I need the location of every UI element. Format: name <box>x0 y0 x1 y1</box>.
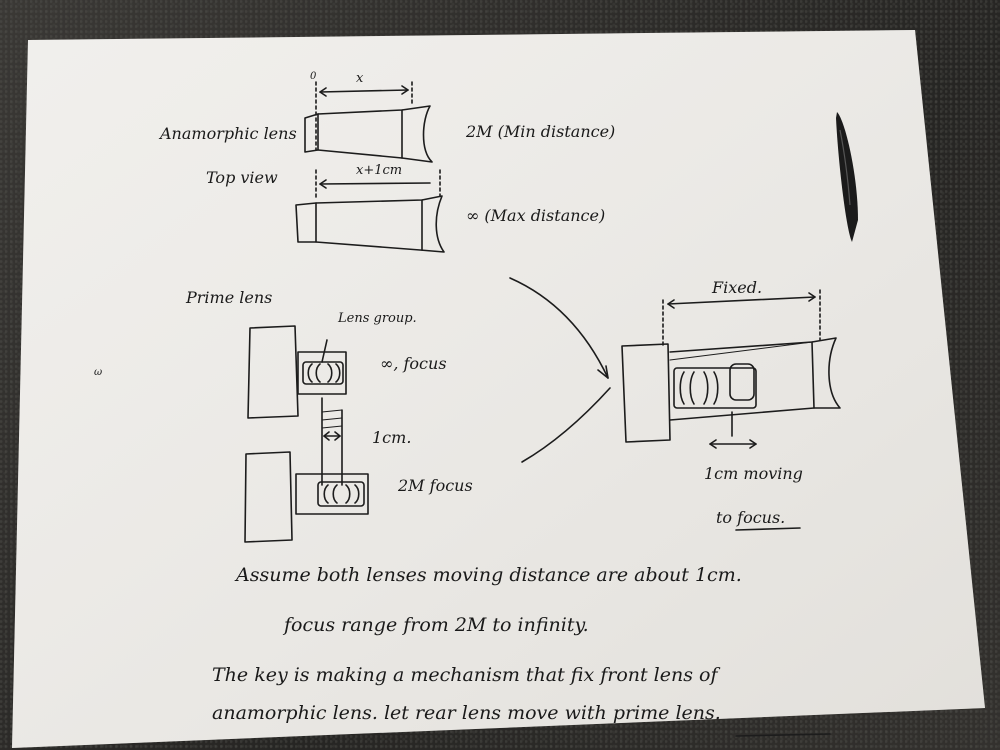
x-plus-1cm-label: x+1cm <box>356 164 402 177</box>
stray-mark: ω <box>94 368 102 378</box>
min-distance-label: 2M (Min distance) <box>466 124 615 140</box>
top-view-label: Top view <box>206 170 278 186</box>
one-cm-moving-label: 1cm moving <box>704 466 803 482</box>
two-m-focus-label: 2M focus <box>398 478 473 494</box>
note-line-1: Assume both lenses moving distance are a… <box>236 566 742 585</box>
fixed-label: Fixed. <box>712 280 762 296</box>
note-line-2: focus range from 2M to infinity. <box>284 616 589 635</box>
axis-zero-mark: 0 <box>310 72 316 82</box>
note-line-3: The key is making a mechanism that fix f… <box>212 666 718 685</box>
x-label: x <box>356 72 363 85</box>
anamorphic-lens-label: Anamorphic lens <box>160 126 297 142</box>
one-cm-label: 1cm. <box>372 430 411 446</box>
note-line-4: anamorphic lens. let rear lens move with… <box>212 704 721 723</box>
max-distance-label: ∞ (Max distance) <box>466 208 605 224</box>
prime-lens-label: Prime lens <box>186 290 272 306</box>
to-focus-label: to focus. <box>716 510 785 526</box>
lens-group-label: Lens group. <box>338 312 417 325</box>
infinity-focus-label: ∞, focus <box>380 356 447 372</box>
